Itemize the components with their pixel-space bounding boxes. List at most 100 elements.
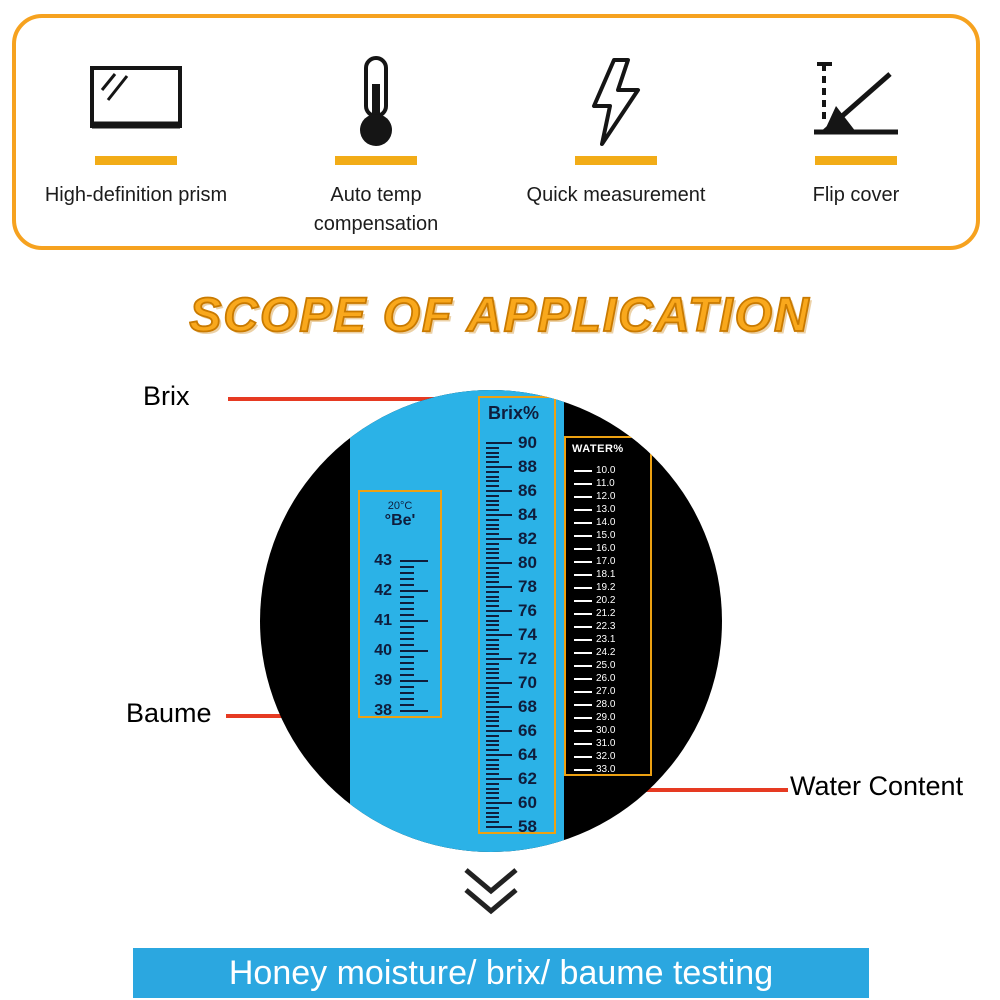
scale-tick	[574, 548, 592, 550]
scale-tick	[486, 701, 499, 704]
accent-bar	[575, 156, 657, 165]
scale-value: 26.0	[596, 673, 616, 684]
scale-value: 40	[374, 642, 392, 659]
scale-tick	[486, 581, 499, 584]
scale-tick	[486, 768, 499, 771]
scale-tick	[486, 480, 499, 483]
scale-tick	[486, 806, 499, 809]
scale-tick	[400, 674, 414, 676]
scale-tick	[400, 590, 428, 592]
scale-tick	[486, 605, 499, 608]
scale-tick	[400, 716, 414, 718]
scale-tick	[486, 509, 499, 512]
scale-tick	[486, 696, 499, 699]
scale-value: 42	[374, 582, 392, 599]
scale-tick	[400, 710, 428, 712]
scale-value: 27.0	[596, 686, 616, 697]
scale-tick	[574, 483, 592, 485]
scale-tick	[574, 691, 592, 693]
scale-value: 70	[518, 673, 537, 692]
scale-tick	[486, 514, 512, 516]
application-banner: Honey moisture/ brix/ baume testing	[133, 948, 869, 998]
scale-tick	[486, 557, 499, 560]
scale-value: 78	[518, 577, 537, 596]
scale-tick	[400, 704, 414, 706]
brix-callout-label: Brix	[143, 381, 190, 411]
scale-tick	[400, 680, 428, 682]
scale-value: 14.0	[596, 517, 616, 528]
scale-tick	[486, 562, 512, 564]
scale-tick	[486, 504, 499, 507]
scale-tick	[486, 590, 499, 593]
scale-value: 90	[518, 433, 537, 452]
scale-tick	[486, 677, 499, 680]
scale-value: 60	[518, 793, 537, 812]
scale-value: 19.2	[596, 582, 616, 593]
scale-tick	[574, 743, 592, 745]
scale-tick	[486, 792, 499, 795]
scale-tick	[486, 442, 512, 444]
scale-tick	[486, 542, 499, 545]
thermometer-icon	[348, 52, 404, 152]
scale-tick	[574, 522, 592, 524]
scale-tick	[486, 826, 512, 828]
scale-value: 29.0	[596, 712, 616, 723]
scale-tick	[400, 578, 414, 580]
scale-tick	[486, 672, 499, 675]
scale-tick	[486, 629, 499, 632]
accent-bar	[95, 156, 177, 165]
scale-tick	[574, 704, 592, 706]
scale-value: 64	[518, 745, 537, 764]
scale-tick	[574, 652, 592, 654]
scale-value: 13.0	[596, 504, 616, 515]
lightning-icon	[584, 52, 648, 152]
scale-tick	[400, 656, 414, 658]
scale-tick	[486, 538, 512, 540]
scale-tick	[400, 626, 414, 628]
feature-temp: Auto temp compensation	[256, 18, 496, 246]
flip-cover-icon	[808, 52, 904, 152]
feature-label-line: compensation	[313, 213, 439, 235]
scale-tick	[574, 756, 592, 758]
scale-value: 41	[374, 612, 392, 629]
scale-tick	[486, 610, 512, 612]
feature-label-line: Flip cover	[812, 184, 900, 206]
scale-tick	[486, 787, 499, 790]
accent-bar	[335, 156, 417, 165]
water-scale-header: WATER%	[572, 443, 624, 455]
brix-scale-header: Brix%	[488, 403, 540, 423]
accent-bar	[815, 156, 897, 165]
scale-value: 38	[374, 702, 392, 718]
scale-tick	[486, 518, 499, 521]
scale-tick	[400, 566, 414, 568]
scale-tick	[486, 778, 512, 780]
scale-tick	[400, 686, 414, 688]
scale-tick	[486, 466, 512, 468]
scale-value: 76	[518, 601, 537, 620]
scale-tick	[486, 816, 499, 819]
baume-scale-header: 20°C °Be'	[360, 500, 440, 530]
scale-value: 66	[518, 721, 537, 740]
scale-value: 23.1	[596, 634, 616, 645]
scale-tick	[486, 773, 499, 776]
scale-tick	[486, 739, 499, 742]
scale-tick	[486, 715, 499, 718]
scale-tick	[486, 576, 499, 579]
scale-tick	[486, 744, 499, 747]
scale-tick	[574, 730, 592, 732]
scale-tick	[486, 624, 499, 627]
scale-value: 11.0	[596, 478, 615, 489]
scale-tick	[486, 797, 499, 800]
scale-tick	[486, 749, 499, 752]
scale-tick	[486, 730, 512, 732]
scale-tick	[400, 614, 414, 616]
scale-tick	[486, 528, 499, 531]
scale-tick	[486, 682, 512, 684]
scale-tick	[486, 634, 512, 636]
scale-value: 82	[518, 529, 537, 548]
scale-tick	[400, 560, 428, 562]
